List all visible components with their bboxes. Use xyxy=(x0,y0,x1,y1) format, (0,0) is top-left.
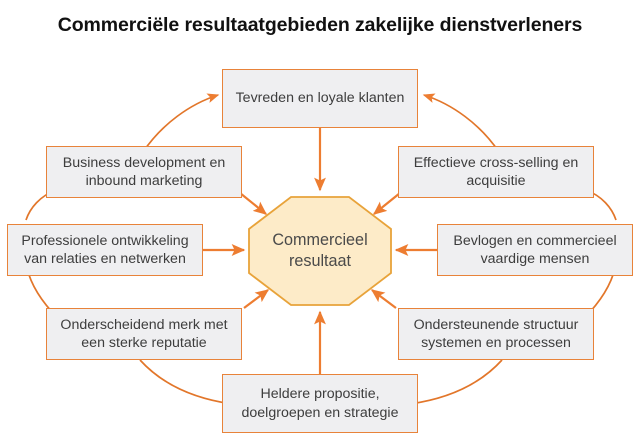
node-bottom[interactable]: Heldere propositie, doelgroepen en strat… xyxy=(222,374,418,433)
arc-topleft-to-top xyxy=(142,93,220,153)
center-node-label: Commercieel resultaat xyxy=(272,230,368,270)
arc-bottom-to-bottomleft xyxy=(139,359,233,405)
node-top[interactable]: Tevreden en loyale klanten xyxy=(222,69,418,128)
arc-topright-to-top xyxy=(422,93,500,153)
page-title: Commerciële resultaatgebieden zakelijke … xyxy=(57,14,583,36)
node-top-left-label: Business development en inbound marketin… xyxy=(62,154,226,189)
node-left[interactable]: Professionele ontwikkeling van relaties … xyxy=(7,224,203,276)
node-bottom-right-label: Ondersteunende structuur systemen en pro… xyxy=(413,316,579,351)
node-bottom-left-label: Onderscheidend merk met een sterke reput… xyxy=(60,316,228,351)
node-top-left[interactable]: Business development en inbound marketin… xyxy=(46,146,242,198)
node-bottom-right[interactable]: Ondersteunende structuur systemen en pro… xyxy=(398,308,594,360)
node-top-right[interactable]: Effectieve cross-selling en acquisitie xyxy=(398,146,594,198)
node-top-right-label: Effectieve cross-selling en acquisitie xyxy=(413,154,579,189)
center-node: Commercieel resultaat xyxy=(248,196,392,306)
node-right-label: Bevlogen en commercieel vaardige mensen xyxy=(453,232,617,267)
node-bottom-label: Heldere propositie, doelgroepen en strat… xyxy=(241,386,399,421)
node-bottom-left[interactable]: Onderscheidend merk met een sterke reput… xyxy=(46,308,242,360)
center-octagon-shape xyxy=(248,196,392,306)
node-top-label: Tevreden en loyale klanten xyxy=(235,90,405,107)
arc-bottom-to-bottomright xyxy=(409,359,503,405)
node-left-label: Professionele ontwikkeling van relaties … xyxy=(21,232,189,267)
node-right[interactable]: Bevlogen en commercieel vaardige mensen xyxy=(437,224,633,276)
